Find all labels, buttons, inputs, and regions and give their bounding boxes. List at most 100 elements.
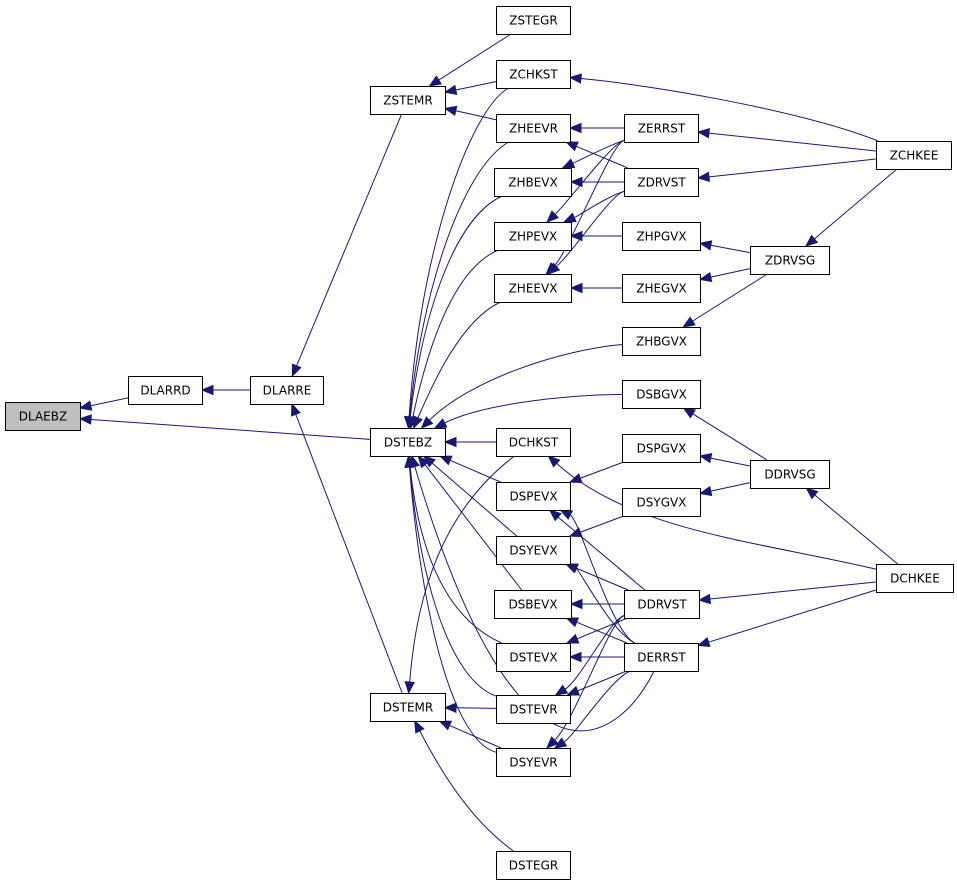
arrowhead-zhbevx-icon [569, 176, 583, 188]
arrowhead-dstevx-icon [565, 633, 580, 644]
node-zhpgvx[interactable]: ZHPGVX [622, 222, 701, 251]
node-label: DSTEBZ [384, 436, 432, 450]
arrowhead-dstebz-icon [433, 418, 448, 429]
arrowhead-zhbevx-icon [561, 158, 576, 169]
node-zheevr[interactable]: ZHEEVR [496, 114, 571, 143]
node-zhbevx[interactable]: ZHBEVX [494, 168, 572, 197]
arrowhead-dstebz-icon [417, 454, 430, 469]
node-dstemr[interactable]: DSTEMR [370, 693, 446, 722]
arrowhead-zheevr-icon [564, 141, 579, 152]
node-ddrvst[interactable]: DDRVST [624, 590, 700, 619]
node-label: DSYEVX [509, 544, 557, 558]
node-dstegr[interactable]: DSTEGR [496, 851, 571, 880]
node-dstevx[interactable]: DSTEVX [496, 643, 571, 672]
edge-derrst-to-dsyevr [563, 670, 631, 743]
arrowhead-dstemr-icon [414, 719, 425, 734]
edge-dsyevr-to-dstebz [408, 466, 497, 753]
edge-zstemr-to-dlarre [296, 113, 403, 367]
node-label: ZHBGVX [636, 335, 687, 349]
edge-zerrst-to-zheevx [553, 139, 625, 267]
arrowhead-dsyevx-icon [564, 563, 579, 574]
node-box [250, 376, 324, 405]
node-dspgvx[interactable]: DSPGVX [622, 434, 701, 463]
edge-ddrvst-to-dsyevr [554, 615, 625, 741]
edge-dlarrd-to-dlaebz [90, 397, 129, 407]
graph-edges [78, 33, 898, 852]
arrowhead-zhpgvx-icon [698, 240, 713, 251]
node-dsyevx[interactable]: DSYEVX [496, 536, 571, 565]
arrowhead-dsyevr-icon [553, 737, 568, 749]
edge-dstebz-to-dlaebz [90, 418, 371, 440]
node-zhpevx[interactable]: ZHPEVX [494, 222, 572, 251]
edge-dstegr-to-dstemr [419, 730, 514, 852]
edge-ddrvst-to-dstevr [564, 615, 625, 690]
node-zdrvst[interactable]: ZDRVST [624, 168, 699, 197]
edge-zchkst-to-dstebz [408, 87, 509, 418]
node-ddrvsg[interactable]: DDRVSG [750, 460, 830, 489]
edge-zchkst-to-zstemr [455, 81, 497, 91]
node-dspevx[interactable]: DSPEVX [496, 482, 571, 511]
node-dchkee[interactable]: DCHKEE [876, 564, 954, 593]
node-box [370, 693, 446, 722]
node-box [624, 643, 699, 672]
edge-dchkee-to-dchkst [556, 463, 877, 570]
edge-zdrvsg-to-zhpgvx [710, 244, 751, 254]
arrowhead-dstevx-icon [568, 651, 582, 663]
node-dsbgvx[interactable]: DSBGVX [622, 380, 701, 409]
arrowhead-zheevx-icon [547, 262, 561, 275]
node-label: ZCHKST [509, 68, 558, 82]
arrowhead-dlarre-icon [291, 402, 301, 417]
node-dsygvx[interactable]: DSYGVX [622, 488, 701, 517]
node-box [5, 402, 81, 431]
arrowhead-dstemr-icon [404, 681, 415, 695]
node-dlarre[interactable]: DLARRE [250, 376, 324, 405]
node-zchkee[interactable]: ZCHKEE [876, 141, 952, 170]
node-zerrst[interactable]: ZERRST [624, 114, 699, 143]
node-dstebz[interactable]: DSTEBZ [370, 428, 446, 457]
node-zchkst[interactable]: ZCHKST [496, 60, 571, 89]
arrowhead-zstemr-icon [428, 75, 442, 87]
arrowhead-dsbevx-icon [565, 617, 580, 628]
node-box [370, 86, 446, 115]
edge-zhbgvx-to-dstebz [429, 343, 623, 421]
node-label: ZHEEVX [509, 282, 558, 296]
node-dsbevx[interactable]: DSBEVX [494, 590, 572, 619]
node-zstemr[interactable]: ZSTEMR [370, 86, 446, 115]
node-zheevx[interactable]: ZHEEVX [494, 274, 572, 303]
node-box [622, 327, 701, 356]
edge-zchkee-to-zchkst [580, 78, 879, 142]
node-zhbgvx[interactable]: ZHBGVX [622, 327, 701, 356]
edge-zdrvst-to-zhpevx [574, 190, 625, 219]
edge-derrst-to-dstevr [577, 670, 627, 692]
node-dstevr[interactable]: DSTEVR [496, 695, 571, 724]
node-box [496, 428, 571, 457]
edge-zerrst-to-zhbevx [572, 139, 625, 164]
edge-dstevx-to-dstebz [409, 466, 502, 644]
node-zhegvx[interactable]: ZHEGVX [622, 274, 701, 303]
edge-dstevr-to-dstebz [409, 466, 497, 697]
node-zdrvsg[interactable]: ZDRVSG [750, 246, 830, 275]
edge-zdrvst-to-zheevr [576, 145, 629, 169]
edge-derrst-to-dsbevx [576, 621, 628, 644]
node-zstegr[interactable]: ZSTEGR [496, 6, 571, 35]
node-box [128, 376, 203, 405]
edge-dstevr-to-dstemr [455, 707, 497, 709]
arrowhead-zhpevx-icon [562, 212, 577, 223]
node-derrst[interactable]: DERRST [624, 643, 699, 672]
arrowhead-derrst-icon [696, 637, 711, 648]
node-label: ZSTEGR [509, 14, 557, 28]
node-dsyevr[interactable]: DSYEVR [496, 748, 571, 777]
edge-dsbgvx-to-dstebz [444, 393, 623, 424]
edge-dsygvx-to-dsyevx [580, 515, 624, 533]
node-dchkst[interactable]: DCHKST [496, 428, 571, 457]
node-box [496, 536, 571, 565]
arrowhead-dstemr-icon [438, 720, 453, 731]
edge-dchkee-to-ddrvsg [814, 494, 898, 565]
node-dlarrd[interactable]: DLARRD [128, 376, 203, 405]
node-label: DSTEMR [383, 701, 433, 715]
arrowhead-zchkst-icon [568, 73, 582, 84]
node-label: ZHBEVX [508, 176, 558, 190]
arrowhead-dlarre-icon [291, 363, 302, 378]
arrowhead-zhpevx-icon [546, 210, 560, 223]
